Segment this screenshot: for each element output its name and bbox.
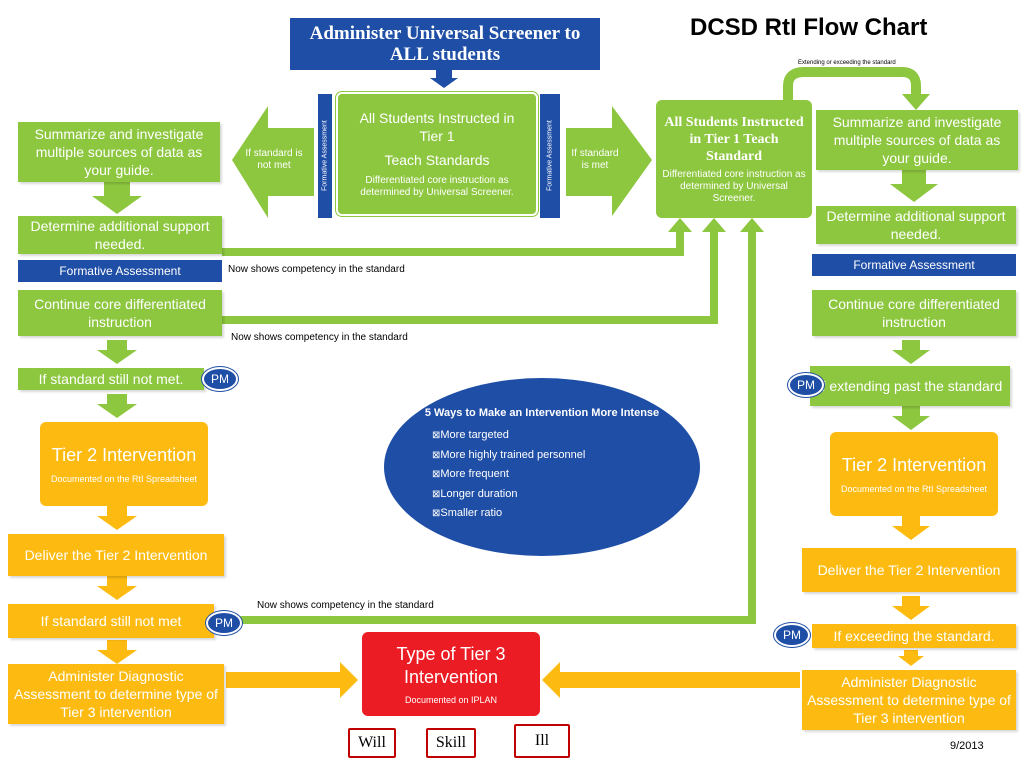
- left-still-not-met-2-text: If standard still not met: [40, 613, 182, 629]
- extending-label: Extending or exceeding the standard: [798, 60, 896, 66]
- right-big-arrow: [566, 106, 652, 216]
- universal-screener-banner: Administer Universal Screener to ALL stu…: [290, 18, 600, 70]
- right-deliver-text: Deliver the Tier 2 Intervention: [817, 562, 1001, 578]
- chip-ill: Ill: [514, 724, 570, 758]
- left-continue-text: Continue core differentiated instruction: [34, 296, 206, 330]
- right-determine-text: Determine additional support needed.: [826, 208, 1006, 242]
- competency-line-1: [222, 228, 684, 256]
- left-down-arrow-4: [97, 506, 137, 530]
- tier3-sub: Documented on IPLAN: [404, 695, 498, 705]
- right-extending-text: If extending past the standard: [817, 378, 1003, 394]
- left-formative-text: Formative Assessment: [59, 263, 181, 278]
- right-exceeding-text: If exceeding the standard.: [833, 628, 995, 644]
- left-tier2-title: Tier 2 Intervention: [51, 444, 197, 465]
- right-down-arrow-1: [890, 170, 938, 202]
- right-exceeding-box: If exceeding the standard.: [812, 624, 1016, 648]
- right-tier2-sub: Documented on the RtI Spreadsheet: [840, 483, 988, 494]
- left-still-not-met-2-box: If standard still not met: [8, 604, 214, 638]
- extending-curve-arrow: [783, 67, 921, 100]
- arrow-met-label: If standard is met: [571, 148, 619, 171]
- tier3-title: Type of Tier 3 Intervention: [396, 644, 506, 687]
- right-diagnostic-text: Administer Diagnostic Assessment to dete…: [807, 674, 1011, 726]
- intensity-ellipse: 5 Ways to Make an Intervention More Inte…: [384, 378, 700, 556]
- left-tier2-box: Tier 2 Intervention Documented on the Rt…: [40, 422, 208, 506]
- right-tier2-box: Tier 2 Intervention Documented on the Rt…: [830, 432, 998, 516]
- tier1-right-sub: Differentiated core instruction as deter…: [662, 168, 806, 204]
- tier1-right-title: All Students Instructed in Tier 1 Teach …: [664, 114, 804, 164]
- left-formative-box: Formative Assessment: [18, 260, 222, 282]
- right-continue-box: Continue core differentiated instruction: [812, 290, 1016, 336]
- left-down-arrow-5: [97, 576, 137, 600]
- date-label: 9/2013: [950, 740, 984, 752]
- ellipse-item: ⊠More highly trained personnel: [432, 448, 586, 461]
- left-down-arrow-6: [97, 640, 137, 664]
- left-diagnostic-box: Administer Diagnostic Assessment to dete…: [8, 664, 224, 724]
- tier1-center-line2: Teach Standards: [384, 152, 490, 168]
- right-down-arrow-5: [892, 596, 930, 620]
- right-extending-box: If extending past the standard: [810, 366, 1010, 406]
- ellipse-list: ⊠More targeted ⊠More highly trained pers…: [432, 426, 700, 524]
- ellipse-item: ⊠More targeted: [432, 429, 509, 441]
- chip-will: Will: [348, 728, 396, 758]
- left-still-not-met-1-box: If standard still not met.: [18, 368, 204, 390]
- left-down-arrow-2: [97, 340, 137, 364]
- competency-line-3: [236, 228, 756, 624]
- right-tier2-title: Tier 2 Intervention: [841, 454, 987, 475]
- right-formative-text: Formative Assessment: [853, 257, 975, 272]
- pm-badge-left-1: PM: [202, 367, 238, 391]
- right-summarize-text: Summarize and investigate multiple sourc…: [832, 114, 1002, 166]
- ellipse-item: ⊠More frequent: [432, 468, 509, 480]
- ellipse-item: ⊠Smaller ratio: [432, 507, 503, 519]
- tier1-center-line1: All Students Instructed in Tier 1: [359, 110, 515, 144]
- pm-badge-right-1: PM: [788, 373, 824, 397]
- formative-vertical-right: Formative Assessment: [540, 94, 560, 218]
- chip-skill: Skill: [426, 728, 476, 758]
- tier1-center-sub: Differentiated core instruction as deter…: [360, 175, 514, 198]
- left-diagnostic-text: Administer Diagnostic Assessment to dete…: [14, 668, 218, 720]
- left-tier2-sub: Documented on the RtI Spreadsheet: [50, 473, 198, 484]
- tier1-right-box: All Students Instructed in Tier 1 Teach …: [656, 100, 812, 218]
- arrow-not-met-label: If standard is not met: [245, 148, 303, 171]
- left-down-arrow-3: [97, 394, 137, 418]
- right-down-arrow-6: [898, 650, 924, 666]
- left-determine-text: Determine additional support needed.: [30, 218, 210, 252]
- left-summarize-box: Summarize and investigate multiple sourc…: [18, 122, 220, 182]
- right-diagnostic-box: Administer Diagnostic Assessment to dete…: [802, 670, 1016, 730]
- page-title: DCSD RtI Flow Chart: [690, 14, 928, 41]
- competency-note-1: Now shows competency in the standard: [228, 264, 405, 275]
- right-continue-text: Continue core differentiated instruction: [828, 296, 1000, 330]
- pm-badge-left-2: PM: [206, 611, 242, 635]
- tier3-box: Type of Tier 3 Intervention Documented o…: [362, 632, 540, 716]
- ellipse-item: ⊠Longer duration: [432, 487, 518, 500]
- right-down-arrow-4: [892, 516, 930, 540]
- left-continue-box: Continue core differentiated instruction: [18, 290, 222, 336]
- left-deliver-box: Deliver the Tier 2 Intervention: [8, 534, 224, 576]
- universal-screener-text: Administer Universal Screener to ALL stu…: [309, 23, 581, 65]
- right-determine-box: Determine additional support needed.: [816, 206, 1016, 244]
- left-determine-box: Determine additional support needed.: [18, 216, 222, 254]
- right-down-arrow-2: [892, 340, 930, 364]
- arrow-into-tier3-left: [226, 662, 358, 698]
- left-summarize-text: Summarize and investigate multiple sourc…: [34, 126, 204, 178]
- tier1-center-box: All Students Instructed in Tier 1 Teach …: [336, 92, 538, 216]
- right-deliver-box: Deliver the Tier 2 Intervention: [802, 548, 1016, 592]
- down-arrow-banner: [430, 70, 458, 88]
- right-formative-box: Formative Assessment: [812, 254, 1016, 276]
- formative-vertical-left: Formative Assessment: [318, 94, 332, 218]
- pm-badge-right-2: PM: [774, 623, 810, 647]
- competency-note-2: Now shows competency in the standard: [231, 332, 408, 343]
- left-down-arrow-1: [92, 182, 142, 214]
- arrow-into-tier3-right: [542, 662, 800, 698]
- competency-note-3: Now shows competency in the standard: [257, 600, 434, 611]
- competency-line-2: [222, 228, 718, 324]
- left-still-not-met-1-text: If standard still not met.: [38, 371, 184, 387]
- ellipse-title: 5 Ways to Make an Intervention More Inte…: [424, 407, 660, 419]
- left-big-arrow: [232, 106, 314, 218]
- left-deliver-text: Deliver the Tier 2 Intervention: [24, 547, 208, 563]
- right-down-arrow-3: [892, 406, 930, 430]
- right-summarize-box: Summarize and investigate multiple sourc…: [816, 110, 1018, 170]
